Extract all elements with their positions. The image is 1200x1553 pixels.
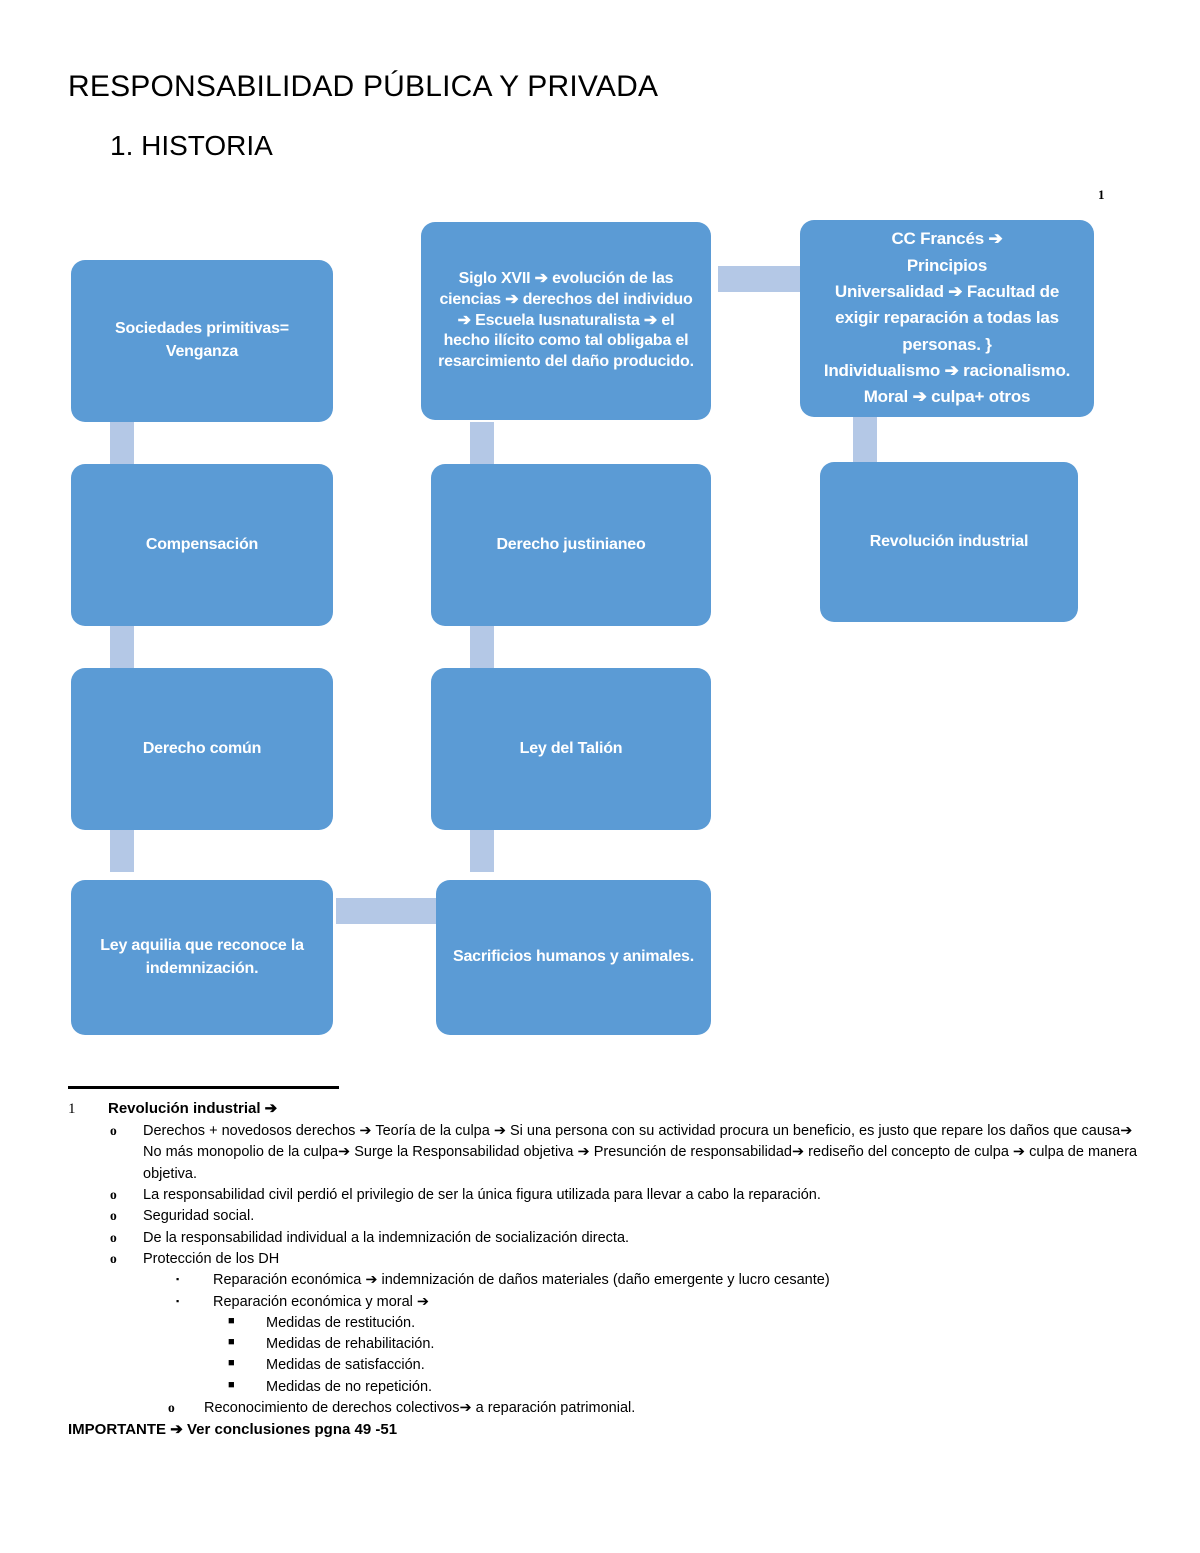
footnote-list-item: o Seguridad social.	[68, 1206, 1138, 1227]
footnote-list-item: o Protección de los DH	[68, 1249, 1138, 1270]
connector-compensacion-to-derecho-comun	[110, 626, 134, 668]
bullet-square-small-icon: ▪	[176, 1295, 180, 1306]
footnote-list-item: ▪ Reparación económica ➔ indemnización d…	[68, 1270, 1138, 1291]
footnote-list-item: o De la responsabilidad individual a la …	[68, 1228, 1138, 1249]
connector-siglo-to-cc	[718, 266, 802, 292]
diagram-node-label: Sacrificios humanos y animales.	[452, 948, 694, 966]
diagram-node-label: Ley aquilia que reconoce la indemnizació…	[100, 936, 304, 977]
footnote-heading: 1 Revolución industrial ➔	[68, 1098, 1138, 1120]
diagram-node-label: Derecho justinianeo	[496, 535, 646, 553]
footnote-item-text: Reconocimiento de derechos colectivos➔ a…	[204, 1400, 636, 1417]
connector-derecho-comun-to-ley-aquilia	[110, 830, 134, 872]
footnote-list-item: ■ Medidas de restitución.	[68, 1313, 1138, 1334]
connector-cc-to-revolucion	[853, 417, 877, 462]
bullet-square-small-icon: ▪	[176, 1274, 180, 1285]
footnote-item-text: Medidas de satisfacción.	[266, 1357, 425, 1374]
diagram-node-label: Derecho común	[142, 739, 262, 757]
footnote-item-text: Seguridad social.	[143, 1208, 255, 1225]
diagram-node-label: Siglo XVII ➔ evolución de las ciencias ➔…	[438, 270, 694, 371]
bullet-circle-icon: o	[168, 1400, 175, 1416]
footnote-list-item: o Derechos + novedosos derechos ➔ Teoría…	[68, 1121, 1138, 1185]
diagram-node-ley-aquilia: Ley aquilia que reconoce la indemnizació…	[71, 880, 333, 1035]
diagram-node-sacrificios-humanos: Sacrificios humanos y animales.	[436, 880, 711, 1035]
footnote-item-text: Reparación económica ➔ indemnización de …	[213, 1272, 830, 1289]
connector-ley-aquilia-to-sacrificios	[336, 898, 436, 924]
bullet-circle-icon: o	[110, 1186, 117, 1202]
footnote-item-text: Medidas de no repetición.	[266, 1378, 433, 1395]
section-heading: 1. HISTORIA	[110, 130, 273, 161]
diagram-node-revolucion-industrial: Revolución industrial	[820, 462, 1078, 622]
diagram-node-ley-del-talion: Ley del Talión	[431, 668, 711, 830]
bullet-square-icon: ■	[228, 1336, 235, 1349]
footnote-block: 1 Revolución industrial ➔ o Derechos + no…	[68, 1098, 1138, 1419]
footnote-item-text: Medidas de restitución.	[266, 1314, 416, 1331]
footnote-heading-text: Revolución industrial ➔	[108, 1100, 278, 1117]
connector-siglo-to-justinianeo	[470, 422, 494, 464]
diagram-node-label: Compensación	[145, 535, 259, 553]
bullet-circle-icon: o	[110, 1208, 117, 1224]
footnote-item-text: Medidas de rehabilitación.	[266, 1336, 435, 1353]
diagram-node-label: Revolución industrial	[869, 532, 1029, 550]
diagram-node-label: Ley del Talión	[519, 739, 623, 757]
footnote-item-text: Derechos + novedosos derechos ➔ Teoría d…	[143, 1123, 1138, 1182]
bullet-square-icon: ■	[228, 1357, 235, 1370]
footnote-list-item: ■ Medidas de rehabilitación.	[68, 1334, 1138, 1355]
bullet-circle-icon: o	[110, 1123, 117, 1139]
footnote-list-item: ■ Medidas de no repetición.	[68, 1377, 1138, 1398]
page-title: RESPONSABILIDAD PÚBLICA Y PRIVADA	[68, 70, 659, 103]
diagram-node-label: Sociedades primitivas= Venganza	[115, 320, 289, 360]
diagram-node-sociedades-primitivas: Sociedades primitivas= Venganza	[71, 260, 333, 422]
footnote-number: 1	[68, 1101, 76, 1117]
diagram-node-derecho-justinianeo: Derecho justinianeo	[431, 464, 711, 626]
diagram-node-siglo-xvii: Siglo XVII ➔ evolución de las ciencias ➔…	[421, 222, 711, 420]
footnote-list-item: o La responsabilidad civil perdió el pri…	[68, 1185, 1138, 1206]
important-note: IMPORTANTE ➔ Ver conclusiones pgna 49 -5…	[68, 1421, 398, 1438]
diagram-node-cc-frances: CC Francés ➔ Principios Universalidad ➔ …	[800, 220, 1094, 417]
footnote-reference-marker: 1	[1098, 187, 1105, 202]
footnote-item-text: Protección de los DH	[143, 1250, 280, 1267]
diagram-node-compensacion: Compensación	[71, 464, 333, 626]
footnote-list-item: ■ Medidas de satisfacción.	[68, 1355, 1138, 1376]
footnote-item-text: Reparación económica y moral ➔	[213, 1293, 430, 1310]
bullet-circle-icon: o	[110, 1229, 117, 1245]
footnote-item-text: La responsabilidad civil perdió el privi…	[143, 1186, 821, 1203]
bullet-square-icon: ■	[228, 1378, 235, 1391]
footnote-item-text: De la responsabilidad individual a la in…	[143, 1229, 630, 1246]
footnote-list-item: ▪ Reparación económica y moral ➔	[68, 1292, 1138, 1313]
diagram-node-label: CC Francés ➔ Principios Universalidad ➔ …	[823, 229, 1071, 407]
footnote-list-item: o Reconocimiento de derechos colectivos➔…	[68, 1398, 1138, 1419]
history-flow-diagram: Sociedades primitivas= Venganza Siglo XV…	[71, 220, 1094, 1035]
connector-justinianeo-to-talion	[470, 626, 494, 668]
connector-sociedades-to-compensacion	[110, 422, 134, 464]
diagram-node-derecho-comun: Derecho común	[71, 668, 333, 830]
footnote-separator	[68, 1086, 339, 1089]
bullet-square-icon: ■	[228, 1314, 235, 1327]
bullet-circle-icon: o	[110, 1250, 117, 1266]
connector-talion-to-sacrificios	[470, 830, 494, 872]
